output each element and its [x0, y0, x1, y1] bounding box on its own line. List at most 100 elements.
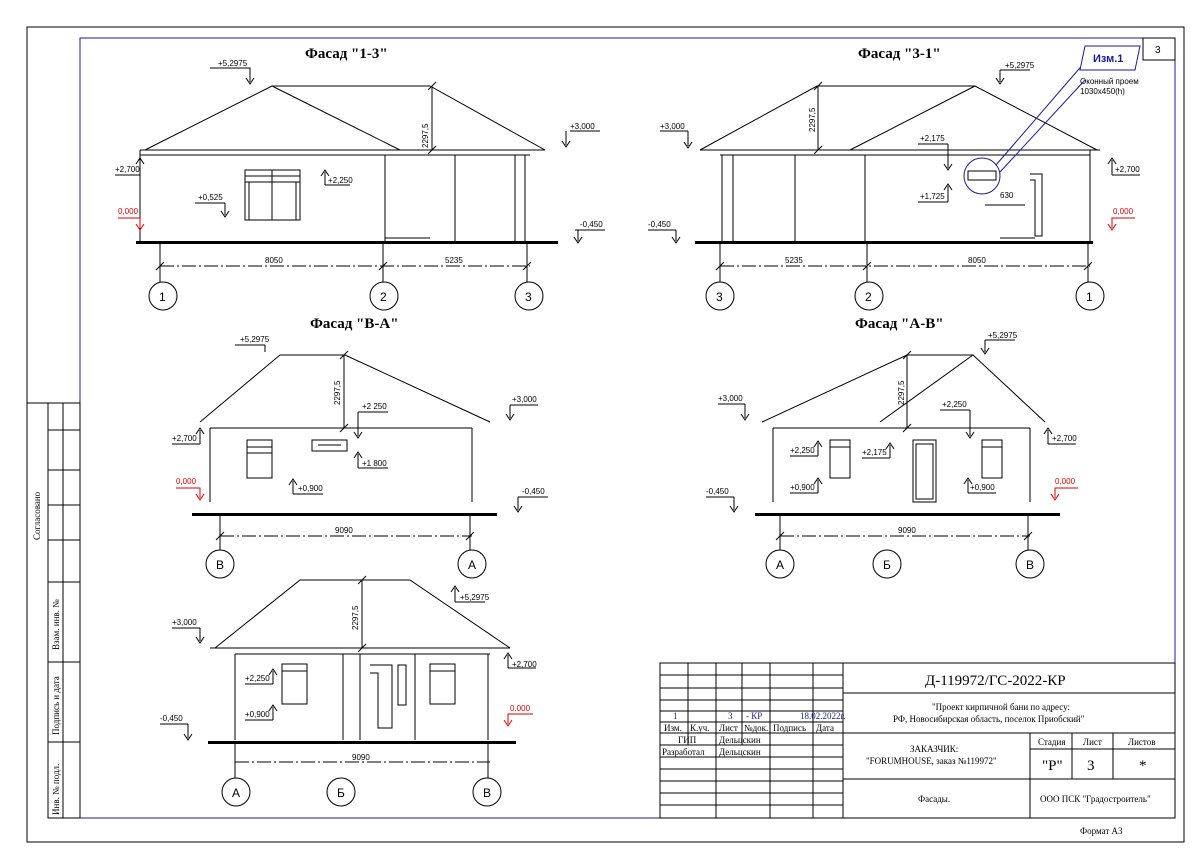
facade-title: Фасад "3-1" [858, 46, 941, 62]
tb-h-izm: Изм. [664, 723, 682, 733]
side-inv-orig: Инв. № подл. [51, 764, 61, 815]
tb-stage: "Р" [1042, 758, 1063, 774]
tb-drawing-name: Фасады. [918, 794, 950, 804]
change-line1: Оконный проем [1080, 77, 1139, 86]
mark-zero: 0,000 [176, 477, 197, 486]
axis-1: 1 [159, 290, 166, 304]
mark-ridge: +5,2975 [218, 59, 248, 68]
dim-2: 8050 [968, 256, 986, 265]
axis-3: 3 [716, 290, 723, 304]
dim-1: 5235 [785, 256, 803, 265]
sheet-number: 3 [1155, 45, 1161, 56]
tb-h-date: Дата [816, 723, 834, 733]
tb-project-1: "Проект кирпичной бани по адресу: [932, 702, 1070, 712]
mark-zero: 0,000 [118, 207, 139, 216]
tb-sheets: * [1139, 758, 1147, 774]
axis-v: В [216, 558, 224, 572]
tb-h-ndoc: №док. [744, 723, 768, 733]
tb-change-sheet: 3 [728, 711, 733, 721]
tb-sheets-label: Листов [1128, 737, 1155, 747]
title-block [659, 662, 1176, 819]
mark-eave-right: +2,700 [512, 660, 537, 669]
axis-3: 3 [525, 290, 532, 304]
mark-zero: 0,000 [1113, 207, 1134, 216]
mark-height: 2297,5 [808, 107, 817, 132]
mark-window-bottom-2: +0,900 [970, 483, 995, 492]
facade-a-v: Фасад "А-В" [706, 316, 1078, 579]
axis-2: 2 [380, 290, 387, 304]
mark-eave-left: +3,000 [172, 618, 197, 627]
tb-gip-label: ГИП [678, 735, 697, 745]
mark-window-mid: +1 800 [362, 459, 387, 468]
axis-2: 2 [865, 290, 872, 304]
tb-client-2: "FORUMHOUSE, заказ №119972" [866, 756, 997, 766]
facade-1-3: Фасад "1-3" [115, 46, 605, 311]
mark-window-bottom: +1,725 [920, 192, 945, 201]
tb-org: ООО ПСК "Градостроитель" [1040, 794, 1151, 804]
mark-window-left-top: +2,250 [790, 446, 815, 455]
tb-stage-label: Стадия [1038, 737, 1065, 747]
side-replace-inv: Взам. инв. № [51, 599, 61, 650]
mark-height: 2297,5 [333, 380, 342, 405]
axis-b: Б [337, 786, 345, 800]
dim-1: 9090 [352, 753, 370, 762]
mark-window-top: +2,250 [245, 674, 270, 683]
tb-sheet: 3 [1087, 758, 1095, 774]
facade-v-a: Фасад "В-А" +5,2975 2297 [172, 316, 548, 579]
tb-h-list: Лист [719, 723, 738, 733]
axis-a: А [468, 558, 476, 572]
mark-eave-left: +2,700 [115, 165, 140, 174]
mark-window-width: 630 [1000, 191, 1014, 200]
mark-zero: 0,000 [1055, 477, 1076, 486]
mark-ground: -0,450 [160, 714, 183, 723]
side-sign-date: Подпись и дата [51, 676, 61, 735]
facade-title: Фасад "А-В" [855, 316, 944, 332]
mark-door-top: +2,175 [862, 448, 887, 457]
axis-1: 1 [1086, 290, 1093, 304]
tb-client-1: ЗАКАЗЧИК: [910, 744, 958, 754]
mark-ground: -0,450 [706, 487, 729, 496]
mark-ground: -0,450 [580, 220, 603, 229]
mark-ridge: +5,2975 [460, 593, 490, 602]
change-tag: Изм.1 [1093, 53, 1123, 65]
facade-title: Фасад "1-3" [305, 46, 388, 62]
side-agreed: Согласовано [32, 491, 42, 540]
mark-ridge: +5,2975 [988, 331, 1018, 340]
mark-eave-right: +2,700 [1115, 165, 1140, 174]
mark-eave-left: +3,000 [718, 394, 743, 403]
mark-ground: -0,450 [522, 487, 545, 496]
tb-code: Д-119972/ГС-2022-КР [925, 673, 1066, 689]
tb-gip-name: Дельцскин [719, 735, 761, 745]
tb-dev-name: Дельцскин [719, 747, 761, 757]
axis-a: А [232, 786, 240, 800]
dim-2: 5235 [445, 256, 463, 265]
mark-window-bottom: +0,525 [198, 193, 223, 202]
mark-height: 2297,5 [351, 605, 360, 630]
mark-window-bottom: +0,900 [245, 710, 270, 719]
facade-3-1: Фасад "3-1" [648, 45, 1141, 311]
facade-title: Фасад "В-А" [310, 316, 399, 332]
mark-eave-right: +2,700 [1052, 434, 1077, 443]
tb-change-n: 1 [673, 711, 678, 721]
dim-1: 8050 [265, 256, 283, 265]
tb-h-sign: Подпись [773, 723, 806, 733]
mark-zero: 0.000 [510, 704, 531, 713]
format-label: Формат А3 [1080, 826, 1123, 836]
mark-window-top: +2,250 [942, 400, 967, 409]
mark-eave-left: +2,700 [172, 434, 197, 443]
mark-window-top: +2,175 [920, 134, 945, 143]
axis-b: Б [883, 558, 891, 572]
mark-window-bottom: +0,900 [298, 484, 323, 493]
mark-window-top: +2 250 [362, 402, 387, 411]
mark-height: 2297,5 [421, 123, 430, 148]
mark-ridge: +5,2975 [1005, 61, 1035, 70]
tb-change-date: 18.02.2022г. [800, 711, 845, 721]
side-stamp [27, 402, 81, 819]
tb-change-doc: - КР [746, 711, 762, 721]
tb-dev-label: Разработал [662, 747, 705, 757]
mark-window-top: +2,250 [328, 176, 353, 185]
tb-h-kuch: К.уч. [690, 723, 710, 733]
axis-v: В [1026, 558, 1034, 572]
dim-1: 9090 [898, 526, 916, 535]
